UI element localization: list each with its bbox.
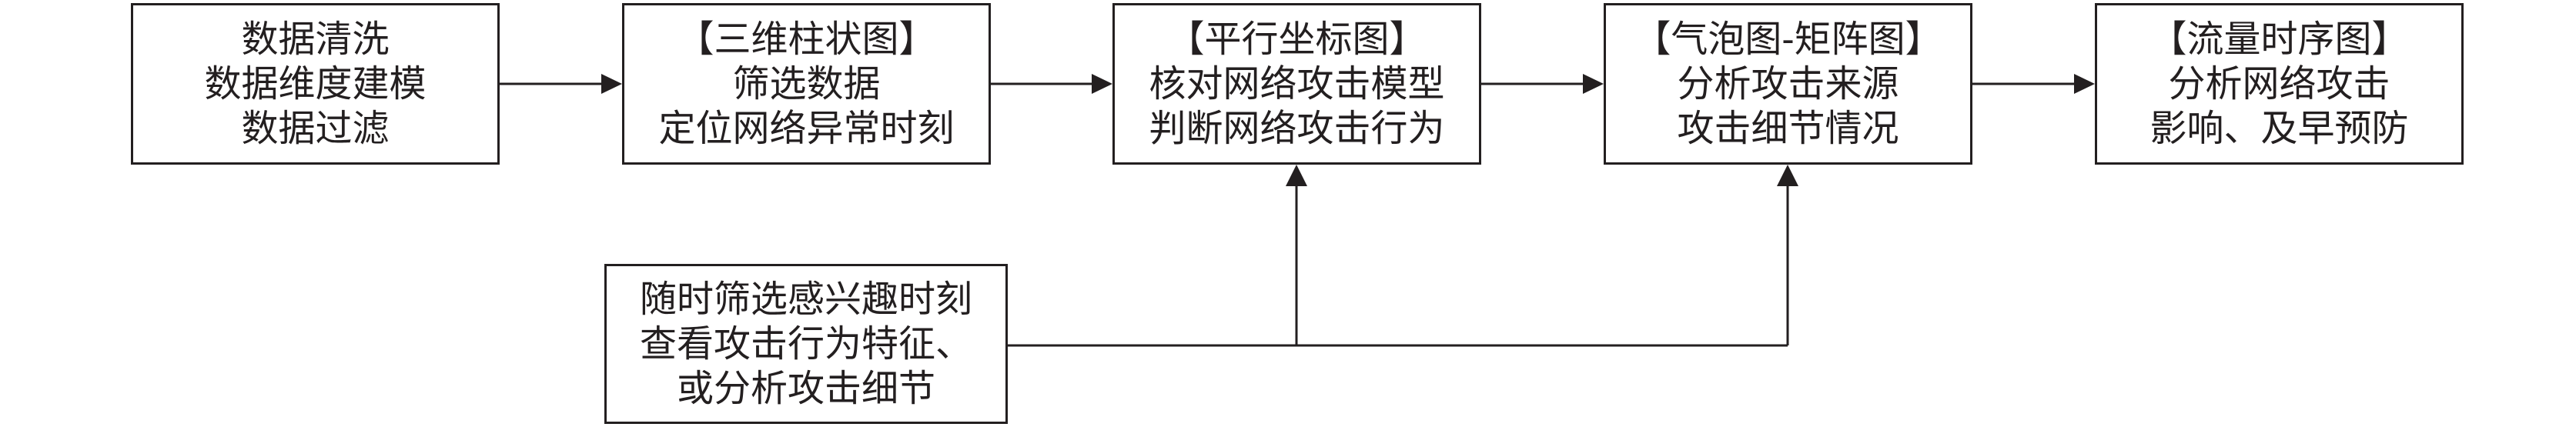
step-box-1: 数据清洗 数据维度建模 数据过滤	[131, 3, 500, 165]
step-4-line-1: 【气泡图-矩阵图】	[1634, 18, 1942, 61]
side-note-line-1: 随时筛选感兴趣时刻	[639, 278, 972, 321]
step-3-line-1: 【平行坐标图】	[1167, 18, 1427, 61]
step-3-line-2: 核对网络攻击模型	[1149, 62, 1445, 105]
step-3-line-3: 判断网络攻击行为	[1149, 107, 1445, 150]
step-2-line-2: 筛选数据	[732, 62, 881, 105]
step-box-3: 【平行坐标图】 核对网络攻击模型 判断网络攻击行为	[1112, 3, 1481, 165]
step-4-line-2: 分析攻击来源	[1677, 62, 1899, 105]
arrow-3-4-head	[1583, 74, 1604, 94]
step-5-line-3: 影响、及早预防	[2149, 107, 2409, 150]
step-1-line-3: 数据过滤	[241, 107, 390, 150]
step-2-line-1: 【三维柱状图】	[677, 18, 936, 61]
arrow-up-step-4-head	[1777, 165, 1798, 186]
step-2-line-3: 定位网络异常时刻	[658, 107, 955, 150]
side-note-line-3: 或分析攻击细节	[676, 367, 935, 410]
arrow-4-5-head	[2074, 74, 2095, 94]
step-box-4: 【气泡图-矩阵图】 分析攻击来源 攻击细节情况	[1604, 3, 1972, 165]
step-1-line-1: 数据清洗	[241, 18, 390, 61]
step-box-2: 【三维柱状图】 筛选数据 定位网络异常时刻	[622, 3, 991, 165]
step-5-line-2: 分析网络攻击	[2168, 62, 2390, 105]
arrow-up-step-3-head	[1286, 165, 1307, 186]
arrow-2-3-head	[1092, 74, 1112, 94]
side-note-box: 随时筛选感兴趣时刻 查看攻击行为特征、 或分析攻击细节	[604, 264, 1008, 424]
arrow-1-2-head	[601, 74, 622, 94]
side-note-line-2: 查看攻击行为特征、	[639, 322, 972, 365]
step-5-line-1: 【流量时序图】	[2149, 18, 2409, 61]
step-4-line-3: 攻击细节情况	[1677, 107, 1899, 150]
step-1-line-2: 数据维度建模	[204, 62, 427, 105]
step-box-5: 【流量时序图】 分析网络攻击 影响、及早预防	[2095, 3, 2464, 165]
